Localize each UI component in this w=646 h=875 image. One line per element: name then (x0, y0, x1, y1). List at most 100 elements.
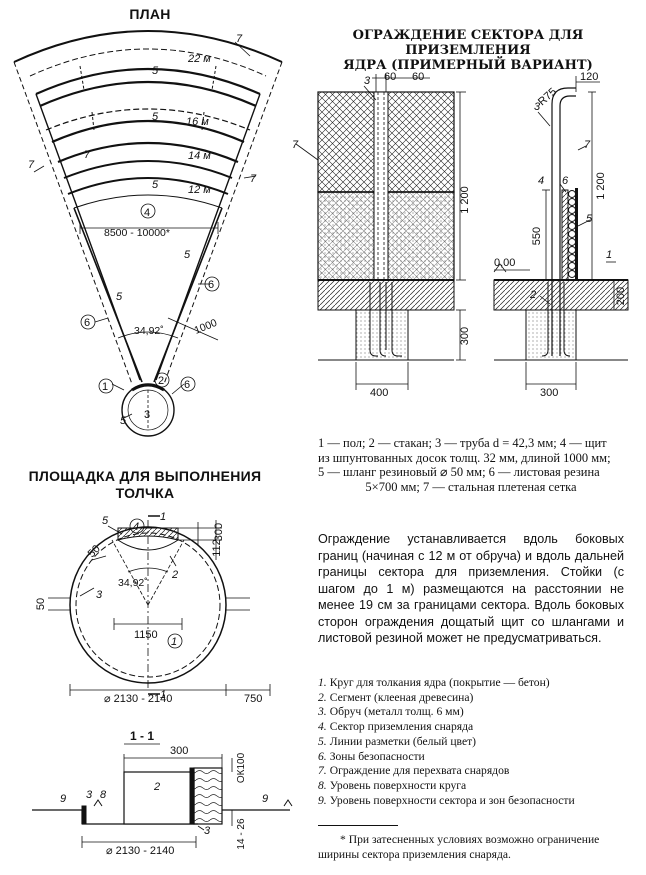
callout-2: 2 (158, 375, 164, 387)
platform-title-line2: ТОЛЧКА (115, 485, 175, 501)
dim-60a: 60 (384, 71, 396, 83)
svg-text:1: 1 (606, 249, 612, 261)
callout-5: 5 (184, 249, 191, 261)
callout-3: 3 (144, 409, 150, 421)
callout-7: 7 (250, 173, 257, 185)
section-1-1-title: 1 - 1 (124, 729, 160, 745)
fence-front-labels: 3 60 60 1 200 300 400 7 (292, 71, 471, 399)
list-item: 6.Зоны безопасности (318, 749, 425, 763)
arc-label-22: 22 м (187, 53, 211, 65)
list-item: 3.Обруч (металл толщ. 6 мм) (318, 705, 464, 719)
callout-7: 7 (84, 149, 91, 161)
svg-text:3: 3 (204, 825, 211, 837)
fence-title: ОГРАЖДЕНИЕ СЕКТОРА ДЛЯ ПРИЗЕМЛЕНИЯ ЯДРА … (296, 28, 640, 73)
svg-text:4: 4 (133, 521, 139, 533)
width-label: 8500 - 10000* (104, 227, 170, 239)
list-item: 7.Ограждение для перехвата снарядов (318, 764, 510, 778)
arc-label-14: 14 м (188, 150, 211, 162)
list-item: 8.Уровень поверхности круга (318, 778, 467, 792)
platform-title: ПЛОЩАДКА ДЛЯ ВЫПОЛНЕНИЯ ТОЛЧКА (20, 468, 270, 502)
callout-7: 7 (292, 139, 299, 151)
list-item: 4.Сектор приземления снаряда (318, 720, 474, 734)
svg-text:1: 1 (160, 511, 166, 523)
callout-4: 4 (144, 207, 150, 219)
dim-112: 112 (211, 539, 223, 557)
svg-text:9: 9 (60, 793, 66, 805)
footnote: * При затесненных условиях возможно огра… (318, 832, 628, 862)
dim-ok100: ОК100 (236, 752, 247, 783)
platform-drawing (48, 515, 271, 696)
plan-callout-circles (80, 203, 220, 394)
list-item: 5.Линии разметки (белый цвет) (318, 734, 477, 748)
dim-550: 550 (531, 227, 543, 245)
fence-title-line1: ОГРАЖДЕНИЕ СЕКТОРА ДЛЯ ПРИЗЕМЛЕНИЯ (352, 28, 584, 58)
dim-200: 200 (615, 287, 627, 305)
dim-120: 120 (580, 71, 598, 83)
callout-5: 5 (120, 415, 127, 427)
arc-label-12: 12 м (188, 184, 211, 196)
angle-label: 34,92˚ (134, 325, 164, 337)
callout-7: 7 (236, 33, 243, 45)
dim-1200b: 1 200 (595, 172, 607, 200)
platform-title-line1: ПЛОЩАДКА ДЛЯ ВЫПОЛНЕНИЯ (28, 468, 262, 484)
svg-text:8: 8 (100, 789, 107, 801)
plan-title: ПЛАН (129, 6, 171, 22)
dim-400: 400 (370, 387, 388, 399)
callout-5: 5 (116, 291, 123, 303)
legend-list: 1.Круг для толкания ядра (покрытие — бет… (318, 676, 628, 808)
callout-5: 5 (152, 111, 159, 123)
svg-text:3: 3 (364, 75, 371, 87)
section-1-1-drawing (32, 754, 293, 848)
fence-title-line2: ЯДРА (ПРИМЕРНЫЙ ВАРИАНТ) (343, 58, 593, 73)
callout-6: 6 (184, 379, 190, 391)
dim-300c: 300 (540, 387, 558, 399)
svg-text:7: 7 (584, 139, 591, 151)
dim-1150: 1150 (134, 629, 158, 641)
svg-text:2: 2 (153, 781, 160, 793)
svg-text:1: 1 (160, 689, 166, 701)
fence-legend: 1 — пол; 2 — стакан; 3 — труба d = 42,3 … (318, 436, 624, 494)
plan-drawing (13, 30, 283, 437)
dim-300: 300 (213, 523, 225, 541)
length-label: 1000 (193, 317, 219, 337)
footnote-line2: ширины сектора приземления снаряда. (318, 848, 511, 861)
dim-diameter: ⌀ 2130 - 2140 (106, 845, 174, 857)
dim-50a: 50 (35, 598, 47, 610)
fence-legend-line3: 5 — шланг резиновый ⌀ 50 мм; 6 — листова… (318, 465, 600, 479)
svg-text:9: 9 (262, 793, 268, 805)
callout-5: 5 (152, 179, 159, 191)
list-item: 9.Уровень поверхности сектора и зон безо… (318, 793, 575, 807)
angle-label: 34,92˚ (118, 577, 148, 589)
svg-text:1 - 1: 1 - 1 (130, 729, 154, 743)
platform-callout-circles (129, 518, 183, 649)
dim-750: 750 (244, 693, 262, 705)
svg-text:2: 2 (171, 569, 178, 581)
level-000: 0,00 (494, 257, 515, 269)
arc-label-16: 16 м (186, 116, 209, 128)
callout-6: 6 (84, 317, 90, 329)
svg-text:5: 5 (102, 515, 109, 527)
footnote-line1: * При затесненных условиях возможно огра… (340, 833, 600, 846)
dim-14-26: 14 - 26 (236, 818, 247, 850)
callout-6: 6 (208, 279, 214, 291)
callout-7: 7 (28, 159, 35, 171)
dim-60b: 60 (412, 71, 424, 83)
fence-legend-line1: 1 — пол; 2 — стакан; 3 — труба d = 42,3 … (318, 436, 607, 450)
list-item: 2.Сегмент (клееная древесина) (318, 690, 474, 704)
fence-legend-line2: из шпунтованных досок толщ. 32 мм, длино… (318, 450, 611, 465)
svg-text:3: 3 (86, 789, 93, 801)
description-text: Ограждение устанавливается вдоль боковых… (318, 532, 624, 645)
callout-5: 5 (152, 65, 159, 77)
svg-text:3: 3 (534, 101, 541, 113)
section-1-1-labels: 300 ОК100 ⌀ 2130 - 2140 14 - 26 2 3 3 8 … (60, 745, 268, 857)
svg-text:6: 6 (562, 175, 569, 187)
dim-300: 300 (170, 745, 188, 757)
list-item: 1.Круг для толкания ядра (покрытие — бет… (318, 676, 550, 689)
svg-text:3: 3 (96, 589, 103, 601)
svg-text:1: 1 (171, 636, 177, 648)
dim-300a: 300 (459, 327, 471, 345)
fence-side-section (493, 76, 629, 390)
platform-labels: 112 300 50 50 34,92˚ 1150 ⌀ 2130 - 2140 … (35, 511, 262, 705)
fence-legend-line4: 5×700 мм; 7 — стальная плетеная сетка (365, 479, 577, 494)
